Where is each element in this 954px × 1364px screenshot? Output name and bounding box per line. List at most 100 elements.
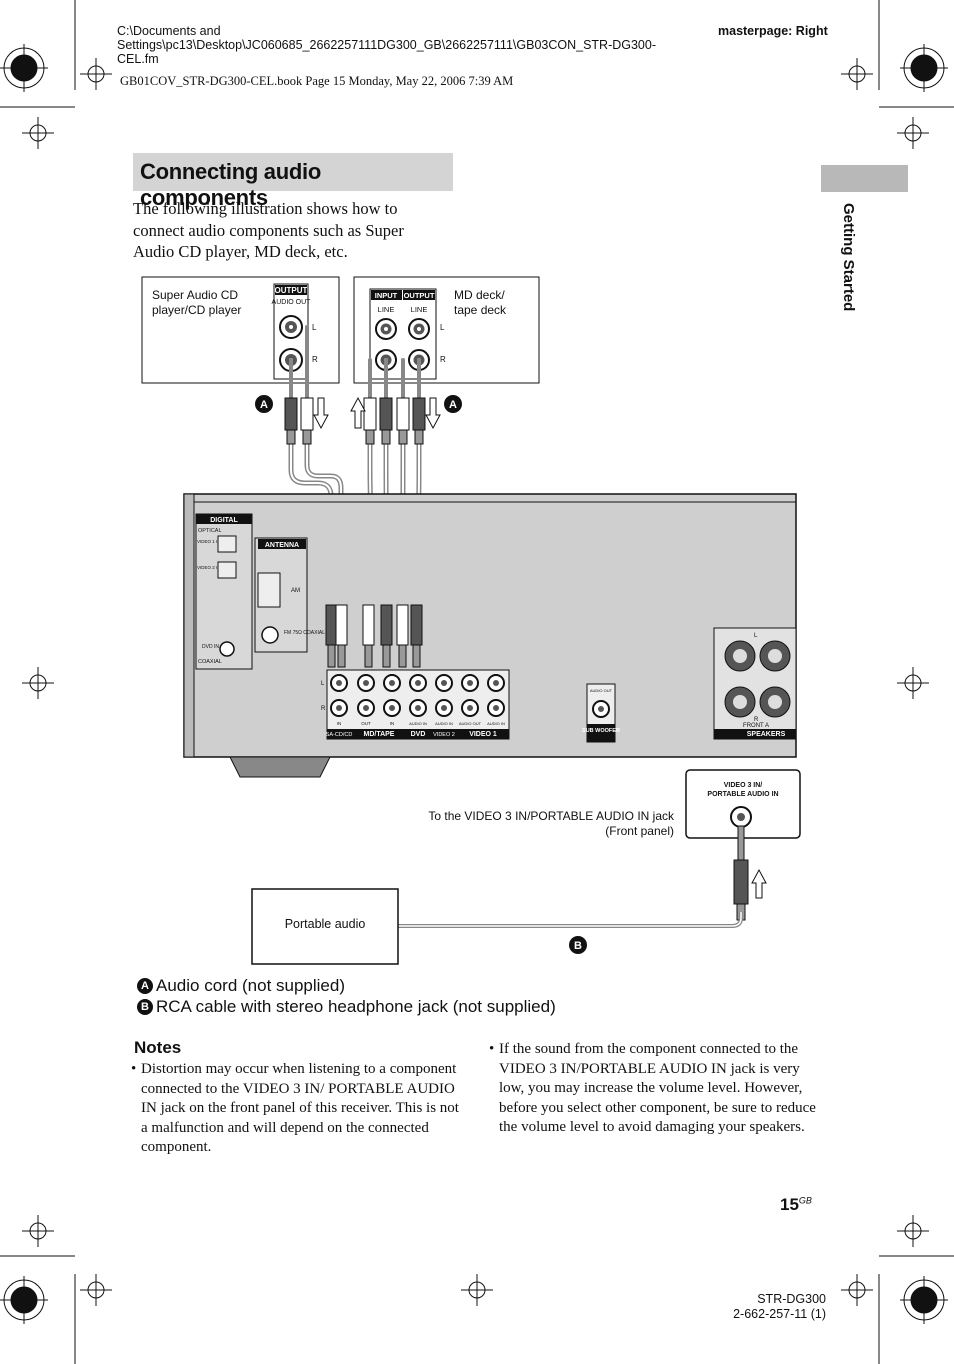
digital-label: DIGITAL bbox=[210, 517, 238, 524]
rca-plug-icon bbox=[325, 604, 338, 668]
jack-label-mdtape: MD/TAPE bbox=[364, 731, 395, 738]
page-number-value: 15 bbox=[780, 1195, 799, 1214]
rca-jack-icon bbox=[592, 700, 610, 718]
cable-legend: A Audio cord (not supplied) B RCA cable … bbox=[137, 975, 556, 1017]
cable-a-badge: A bbox=[444, 395, 462, 413]
rca-plug-icon bbox=[380, 604, 393, 668]
chapter-tab-marker bbox=[821, 165, 908, 192]
arrow-up-icon bbox=[350, 396, 366, 429]
portable-audio-box bbox=[251, 888, 399, 965]
crosshair-icon bbox=[80, 58, 112, 90]
portable-audio-label: Portable audio bbox=[284, 917, 366, 931]
speakers-label: SPEAKERS bbox=[747, 731, 786, 738]
cd-player-box bbox=[141, 276, 340, 384]
book-info-line: GB01COV_STR-DG300-CEL.book Page 15 Monda… bbox=[120, 74, 514, 88]
crosshair-icon bbox=[841, 1274, 873, 1306]
page-number: 15GB bbox=[780, 1195, 812, 1215]
md-line-out-label: LINE bbox=[411, 305, 428, 314]
front-jack-caption: To the VIDEO 3 IN/PORTABLE AUDIO IN jack… bbox=[428, 809, 674, 838]
svg-text:B: B bbox=[574, 940, 582, 952]
arrow-down-icon bbox=[313, 397, 329, 430]
crosshair-icon bbox=[22, 117, 54, 149]
channel-l-label: L bbox=[754, 633, 758, 639]
rca-jack-icon bbox=[383, 699, 401, 717]
rca-plug-icon bbox=[396, 397, 410, 445]
arrow-up-icon bbox=[751, 868, 767, 899]
crosshair-icon bbox=[841, 58, 873, 90]
channel-r-label: R bbox=[440, 355, 446, 364]
video2-audio-in-label: AUDIO IN bbox=[435, 721, 453, 726]
rca-jack-icon bbox=[461, 699, 479, 717]
legend-badge-a: A bbox=[137, 977, 153, 994]
registration-sunburst-icon bbox=[900, 44, 948, 92]
note-text-2: If the sound from the component connecte… bbox=[499, 1041, 816, 1135]
note-text-1: Distortion may occur when listening to a… bbox=[141, 1061, 459, 1155]
channel-r-label: R bbox=[754, 717, 759, 723]
coaxial-jack-icon bbox=[219, 641, 235, 657]
crosshair-icon bbox=[80, 1274, 112, 1306]
registration-sunburst-icon bbox=[0, 44, 48, 92]
coaxial-label: COAXIAL bbox=[198, 659, 222, 665]
note-item: •Distortion may occur when listening to … bbox=[131, 1060, 461, 1158]
rca-jack-icon bbox=[330, 674, 348, 692]
fm-coax-jack-icon bbox=[261, 626, 279, 644]
rca-jack-icon bbox=[383, 674, 401, 692]
md-input-label: INPUT bbox=[375, 291, 398, 300]
channel-r-label: R bbox=[312, 355, 318, 364]
speaker-terminal-icon bbox=[724, 686, 756, 718]
jack-label-sacd: SA-CD/CD bbox=[326, 732, 353, 738]
sub-audio-out-label: AUDIO OUT bbox=[590, 688, 613, 693]
antenna-label: ANTENNA bbox=[265, 542, 299, 549]
notes-heading: Notes bbox=[134, 1038, 182, 1057]
legend-badge-b: B bbox=[137, 998, 153, 1015]
rca-plug-icon bbox=[379, 397, 393, 445]
rca-jack-icon bbox=[408, 318, 430, 340]
registration-sunburst-icon bbox=[900, 1276, 948, 1324]
part-number: 2-662-257-11 (1) bbox=[733, 1307, 826, 1321]
note-item: •If the sound from the component connect… bbox=[489, 1040, 819, 1138]
front-a-label: FRONT A bbox=[743, 723, 769, 729]
section-title: Connecting audio components bbox=[140, 159, 321, 210]
svg-text:A: A bbox=[260, 399, 268, 411]
masterpage-label: masterpage: Right bbox=[718, 24, 828, 38]
speaker-terminal-icon bbox=[759, 686, 791, 718]
crosshair-icon bbox=[22, 667, 54, 699]
cable-b-badge: B bbox=[569, 936, 587, 954]
rca-plug-icon bbox=[362, 604, 375, 668]
front-jack-title-line2: PORTABLE AUDIO IN bbox=[707, 791, 778, 798]
registration-sunburst-icon bbox=[0, 1276, 48, 1324]
channel-r-label: R bbox=[321, 706, 326, 712]
rca-jack-icon bbox=[487, 674, 505, 692]
rca-jack-icon bbox=[409, 699, 427, 717]
crosshair-icon bbox=[461, 1274, 493, 1306]
optical-port-icon bbox=[217, 561, 237, 579]
crosshair-icon bbox=[897, 117, 929, 149]
jack-label-video1: VIDEO 1 bbox=[469, 731, 497, 738]
rca-plug-icon bbox=[284, 397, 298, 445]
rca-plug-icon bbox=[396, 604, 409, 668]
rca-jack-icon bbox=[330, 699, 348, 717]
legend-text-b: RCA cable with stereo headphone jack (no… bbox=[156, 997, 556, 1016]
rca-plug-icon bbox=[300, 397, 314, 445]
cable-a-badge: A bbox=[255, 395, 273, 413]
md-output-label: OUTPUT bbox=[404, 291, 435, 300]
video1-audio-in-label: AUDIO IN bbox=[487, 721, 505, 726]
sub-woofer-label: SUB WOOFER bbox=[582, 728, 620, 734]
crosshair-icon bbox=[897, 1215, 929, 1247]
receiver-rear-panel: DIGITAL OPTICAL VIDEO 1 IN VIDEO 2 IN DV… bbox=[183, 493, 797, 778]
optical-label: OPTICAL bbox=[198, 528, 222, 534]
rca-jack-icon bbox=[357, 674, 375, 692]
rca-plug-icon bbox=[335, 604, 348, 668]
cd-player-label: Super Audio CD player/CD player bbox=[152, 288, 242, 317]
video1-audio-out-label: AUDIO OUT bbox=[459, 721, 482, 726]
intro-paragraph: The following illustration shows how to … bbox=[133, 199, 404, 261]
rca-jack-icon bbox=[409, 674, 427, 692]
sacd-in-label: IN bbox=[337, 721, 342, 726]
md-in-label: IN bbox=[390, 721, 395, 726]
dvd-audio-in-label: AUDIO IN bbox=[409, 721, 427, 726]
rca-jack-icon bbox=[435, 699, 453, 717]
speaker-terminal-icon bbox=[724, 640, 756, 672]
channel-l-label: L bbox=[440, 323, 445, 332]
